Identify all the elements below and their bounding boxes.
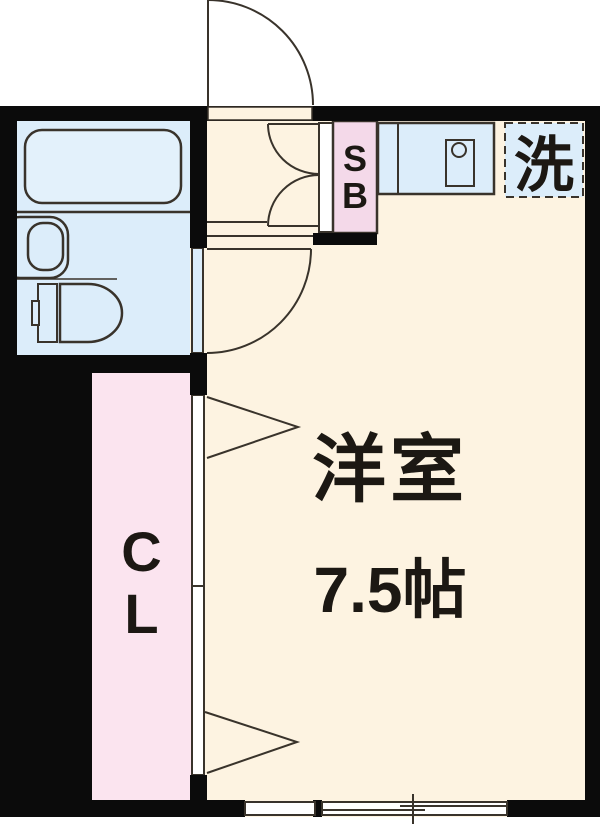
- toilet-flush-handle: [31, 300, 40, 326]
- bathroom-door-panel: [191, 247, 204, 354]
- window-sliding: [321, 801, 508, 816]
- closet-door-swing-marker-bottom: [204, 711, 301, 774]
- wall-right: [585, 106, 600, 817]
- window-center-post: [313, 800, 322, 817]
- closet-area: [92, 373, 191, 802]
- shoebox-label-line1: S: [342, 138, 367, 179]
- window-small: [244, 801, 316, 816]
- laundry-space-label: 洗: [514, 131, 574, 199]
- wall-bathroom-right: [190, 106, 207, 248]
- kitchen-sink: [445, 139, 475, 187]
- kitchen-counter: [376, 121, 496, 196]
- wall-stub-under-shoebox: [313, 233, 377, 245]
- closet-label-line1: C: [121, 520, 162, 583]
- wall-bottom-left: [0, 800, 245, 817]
- vanity-basin: [26, 221, 65, 272]
- wall-block-closet-top: [190, 353, 207, 395]
- entry-closet-door-bottom-arc: [267, 174, 320, 227]
- kitchen-faucet: [451, 142, 467, 158]
- washing-machine-space: [504, 122, 584, 198]
- wall-left-column: [0, 355, 92, 817]
- toilet-tank: [37, 283, 58, 343]
- entrance-door-swing-arc: [207, 0, 314, 106]
- room-name-label: 洋室: [312, 427, 468, 511]
- entry-closet-door-jamb: [318, 122, 334, 233]
- entrance-threshold: [207, 106, 313, 121]
- wall-bottom-right: [507, 800, 600, 817]
- room-area-label: 7.5帖: [313, 554, 467, 626]
- shoebox-label-line2: B: [342, 175, 368, 216]
- shoebox-label: S B: [333, 121, 377, 233]
- bathroom-door-swing-arc: [206, 248, 312, 354]
- toilet-bowl: [58, 282, 124, 344]
- wall-block-closet-bottom: [190, 775, 207, 802]
- closet-door-swing-marker-top: [206, 396, 302, 459]
- closet-label-line2: L: [124, 582, 159, 645]
- wall-left-upper: [0, 106, 17, 356]
- closet-label: C L: [92, 518, 191, 648]
- bathtub: [23, 128, 183, 205]
- entry-closet-door-top-arc: [267, 123, 320, 175]
- wall-closet-top: [92, 355, 191, 373]
